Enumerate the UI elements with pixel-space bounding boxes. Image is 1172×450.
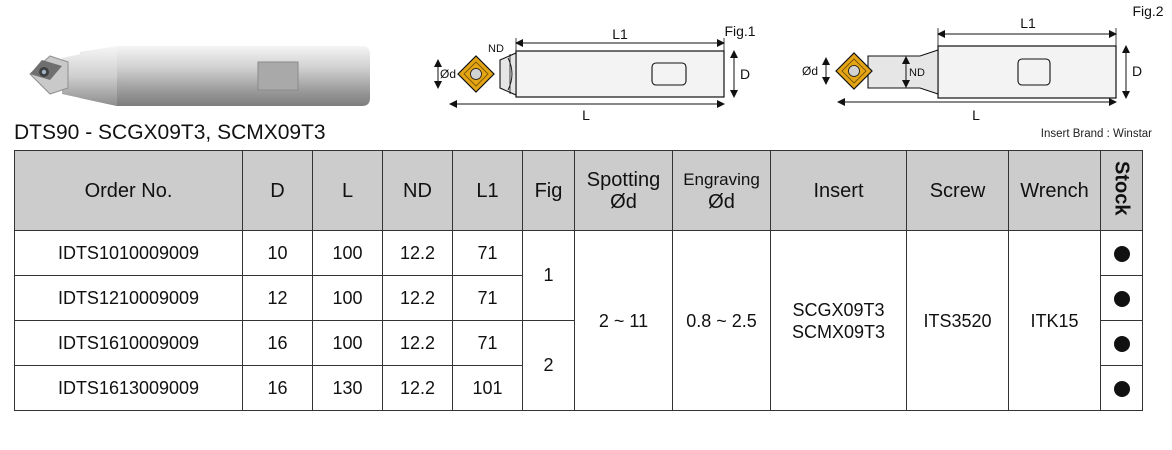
cell-fig-2: 2: [522, 320, 575, 411]
tool-photo: [29, 46, 370, 106]
fig1-label-nd: ND: [488, 43, 504, 55]
fig2-label-d: Ød: [802, 64, 818, 78]
header-stock-label: Stock: [1110, 160, 1133, 216]
header-nd: ND: [382, 150, 453, 231]
figure-2-drawing: L1 Fig.2 ND Ød D L: [802, 3, 1164, 123]
cell-screw: ITS3520: [906, 230, 1009, 411]
cell-spotting: 2 ~ 11: [574, 230, 673, 411]
header-stock: Stock: [1100, 150, 1143, 231]
cell-insert: SCGX09T3 SCMX09T3: [770, 230, 907, 411]
header-engraving: Engraving Ød: [672, 150, 771, 231]
table-row: IDTS1010009009 10 100 12.2 71 1 2 ~ 11 0…: [14, 230, 1143, 411]
cell-d: 16: [242, 320, 313, 366]
table-header-row: Order No. D L ND L1 Fig Spotting Ød Engr…: [14, 150, 1143, 231]
fig1-label-big-d: D: [740, 66, 750, 82]
cell-fig-1: 1: [522, 230, 575, 321]
cell-order-no: IDTS1610009009: [14, 320, 243, 366]
header-spotting-line2: Ød: [610, 190, 637, 213]
header-l1: L1: [452, 150, 523, 231]
insert-brand-note: Insert Brand : Winstar: [1040, 128, 1152, 140]
header-fig: Fig: [522, 150, 575, 231]
cell-l1: 71: [452, 275, 523, 321]
header-order-no: Order No.: [14, 150, 243, 231]
cell-l: 100: [312, 275, 383, 321]
fig2-label-l: L: [972, 107, 980, 123]
filled-circle-icon: [1113, 335, 1130, 352]
cell-l1: 101: [452, 365, 523, 411]
header-engraving-line2: Ød: [708, 190, 735, 213]
fig2-label-nd: ND: [909, 67, 925, 79]
header-spotting: Spotting Ød: [574, 150, 673, 231]
cell-nd: 12.2: [382, 230, 453, 276]
cell-l: 100: [312, 320, 383, 366]
cell-l1: 71: [452, 230, 523, 276]
table-row: IDTS1610009009 16 100 12.2 71 2: [14, 320, 1143, 411]
spec-table: Order No. D L ND L1 Fig Spotting Ød Engr…: [14, 150, 1143, 411]
cell-stock: [1100, 365, 1143, 411]
cell-engraving: 0.8 ~ 2.5: [672, 230, 771, 411]
insert-icon: [457, 55, 495, 93]
table-row: IDTS1210009009 12 100 12.2 71: [14, 275, 1143, 321]
header-d: D: [242, 150, 313, 231]
cell-l: 130: [312, 365, 383, 411]
cell-d: 16: [242, 365, 313, 411]
fig2-label-l1: L1: [1020, 15, 1036, 31]
cell-nd: 12.2: [382, 320, 453, 366]
fig1-label-l1: L1: [612, 26, 628, 42]
cell-d: 10: [242, 230, 313, 276]
cell-d: 12: [242, 275, 313, 321]
header-screw: Screw: [906, 150, 1009, 231]
fig1-label-d: Ød: [440, 67, 456, 81]
filled-circle-icon: [1113, 245, 1130, 262]
cell-l: 100: [312, 230, 383, 276]
cell-nd: 12.2: [382, 365, 453, 411]
fig1-label-l: L: [582, 107, 590, 123]
cell-l1: 71: [452, 320, 523, 366]
cell-stock: [1100, 275, 1143, 321]
header-engraving-line1: Engraving: [683, 169, 760, 189]
cell-insert-line2: SCMX09T3: [791, 321, 886, 342]
cell-order-no: IDTS1210009009: [14, 275, 243, 321]
cell-insert-line1: SCGX09T3: [792, 299, 885, 320]
cell-order-no: IDTS1613009009: [14, 365, 243, 411]
cell-stock: [1100, 230, 1143, 276]
insert-icon: [835, 52, 873, 90]
header-wrench: Wrench: [1008, 150, 1101, 231]
cell-wrench: ITK15: [1008, 230, 1101, 411]
filled-circle-icon: [1113, 290, 1130, 307]
fig2-label-big-d: D: [1132, 63, 1142, 79]
product-title: DTS90 - SCGX09T3, SCMX09T3: [14, 121, 326, 144]
cell-stock: [1100, 320, 1143, 366]
table-row: IDTS1613009009 16 130 12.2 101: [14, 365, 1143, 411]
header-spotting-line1: Spotting: [586, 168, 661, 191]
header-l: L: [312, 150, 383, 231]
fig1-caption: Fig.1: [724, 23, 755, 39]
header-insert: Insert: [770, 150, 907, 231]
filled-circle-icon: [1113, 380, 1130, 397]
cell-nd: 12.2: [382, 275, 453, 321]
figure-1-drawing: L1 Fig.1 ND Ød D L: [434, 23, 756, 123]
fig2-caption: Fig.2: [1132, 3, 1163, 19]
cell-order-no: IDTS1010009009: [14, 230, 243, 276]
